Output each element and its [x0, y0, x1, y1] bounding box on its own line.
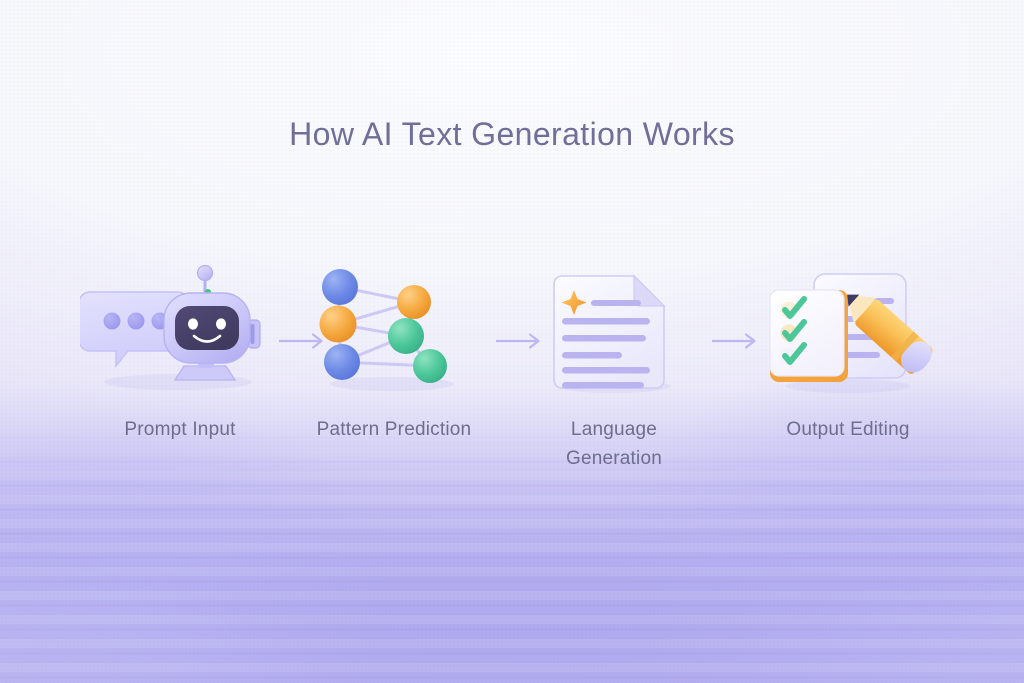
checklist-card [769, 289, 848, 382]
robot-figure [163, 264, 261, 381]
background-glow-left [0, 403, 400, 683]
checklist-items [780, 296, 807, 365]
step-language-generation: Language Generation [514, 262, 714, 473]
step-output-editing: Output Editing [748, 262, 948, 444]
neural-network-icon [294, 262, 494, 397]
arrow-3 [712, 332, 762, 350]
arrow-2 [496, 332, 546, 350]
network-nodes [319, 269, 447, 383]
step-label-output-editing: Output Editing [786, 419, 910, 440]
background-scanlines [0, 423, 1024, 683]
sparkle-icon [561, 290, 587, 315]
checklist-pencil-icon [748, 262, 948, 397]
page-title: How AI Text Generation Works [289, 116, 735, 152]
chat-bubble-robot-icon [80, 262, 280, 397]
process-flow: Prompt Input [72, 262, 952, 492]
document-text-lines [562, 300, 650, 389]
step-pattern-prediction: Pattern Prediction [294, 262, 494, 444]
step-label-pattern-prediction: Pattern Prediction [316, 419, 472, 440]
pencil-icon [847, 294, 933, 374]
document-sparkle-icon [514, 262, 714, 397]
step-prompt-input: Prompt Input [80, 262, 280, 444]
step-label-prompt-input: Prompt Input [124, 419, 236, 440]
arrow-1 [279, 332, 329, 350]
step-label-language-generation: Language Generation [565, 419, 662, 469]
background-glow-right [604, 363, 1024, 683]
